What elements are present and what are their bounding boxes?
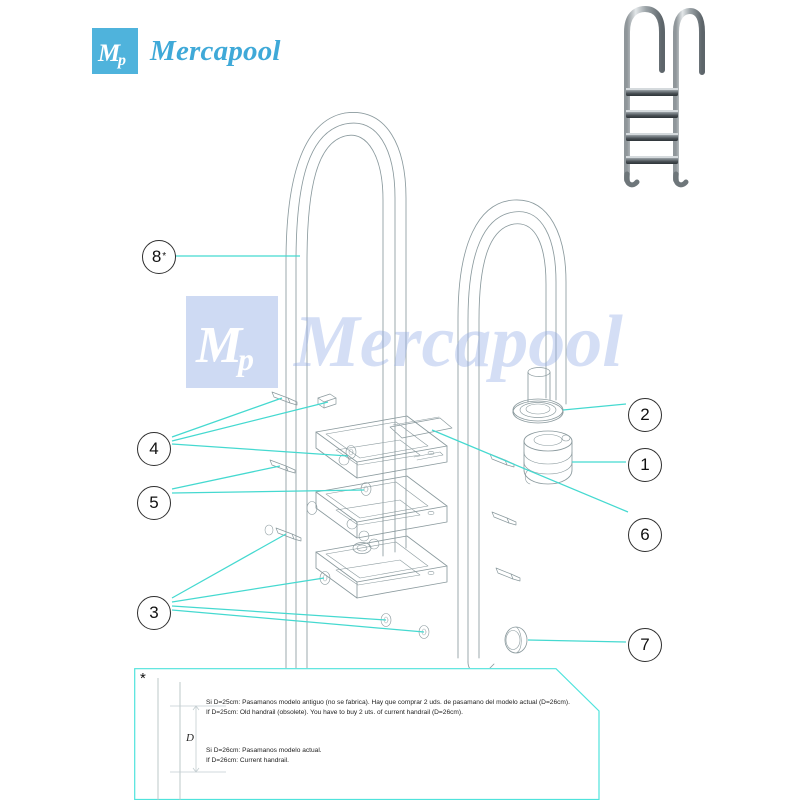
note-current-handrail-es: Si D=26cm: Pasamanos modelo actual. bbox=[206, 747, 322, 754]
callout-1[interactable]: 1 bbox=[628, 448, 662, 482]
mercapool-monogram-icon: M p bbox=[92, 28, 138, 74]
callout-3-label: 3 bbox=[149, 603, 159, 622]
callout-3[interactable]: 3 bbox=[137, 596, 171, 630]
ladder-step-top bbox=[315, 415, 448, 479]
ladder-step-bottom bbox=[315, 535, 448, 599]
note-panel: * D Si D=25cm: Pasamanos modelo antiguo … bbox=[134, 668, 600, 800]
callout-6[interactable]: 6 bbox=[628, 518, 662, 552]
page-watermark: M p Mercapool bbox=[186, 296, 623, 388]
handrail-left bbox=[285, 112, 407, 673]
product-thumbnail bbox=[604, 2, 714, 192]
note-asterisk: * bbox=[140, 670, 146, 687]
part-end-cap bbox=[504, 626, 528, 654]
leader-lines bbox=[160, 255, 629, 643]
svg-text:p: p bbox=[235, 341, 254, 377]
dimension-label-d: D bbox=[186, 732, 194, 744]
callout-6-label: 6 bbox=[640, 525, 650, 544]
brand-name: Mercapool bbox=[150, 34, 281, 67]
callout-7-label: 7 bbox=[640, 635, 650, 654]
callout-8-label: 8 bbox=[151, 247, 162, 266]
callout-7[interactable]: 7 bbox=[628, 628, 662, 662]
callout-5-label: 5 bbox=[149, 493, 159, 512]
part-antislip-tread bbox=[389, 416, 453, 439]
svg-text:p: p bbox=[116, 52, 126, 69]
callout-2[interactable]: 2 bbox=[628, 398, 662, 432]
part-escutcheon-flange bbox=[512, 398, 564, 424]
callout-4[interactable]: 4 bbox=[137, 432, 171, 466]
callout-8[interactable]: 8* bbox=[142, 240, 176, 274]
callout-4-label: 4 bbox=[149, 439, 159, 458]
note-old-handrail-es: Si D=25cm: Pasamanos modelo antiguo (no … bbox=[206, 699, 570, 706]
watermark-monogram-icon: M p bbox=[186, 296, 278, 388]
watermark-name: Mercapool bbox=[294, 301, 623, 383]
callout-5[interactable]: 5 bbox=[137, 486, 171, 520]
note-old-handrail: Si D=25cm: Pasamanos modelo antiguo (no … bbox=[206, 698, 570, 718]
brand-logo: M p Mercapool bbox=[92, 28, 281, 74]
note-current-handrail-en: If D=26cm: Current handrail. bbox=[206, 757, 290, 765]
svg-text:M: M bbox=[195, 317, 244, 374]
callout-2-label: 2 bbox=[640, 405, 650, 424]
note-old-handrail-en: If D=25cm: Old handrail (obsolete). You … bbox=[206, 709, 463, 717]
ladder-step-middle bbox=[315, 475, 448, 539]
note-current-handrail: Si D=26cm: Pasamanos modelo actual. If D… bbox=[206, 746, 322, 766]
callout-1-label: 1 bbox=[640, 455, 650, 474]
fastener-set bbox=[264, 391, 521, 639]
handrail-right bbox=[457, 199, 567, 674]
svg-text:M: M bbox=[97, 40, 121, 67]
part-anchor-socket bbox=[523, 430, 573, 485]
